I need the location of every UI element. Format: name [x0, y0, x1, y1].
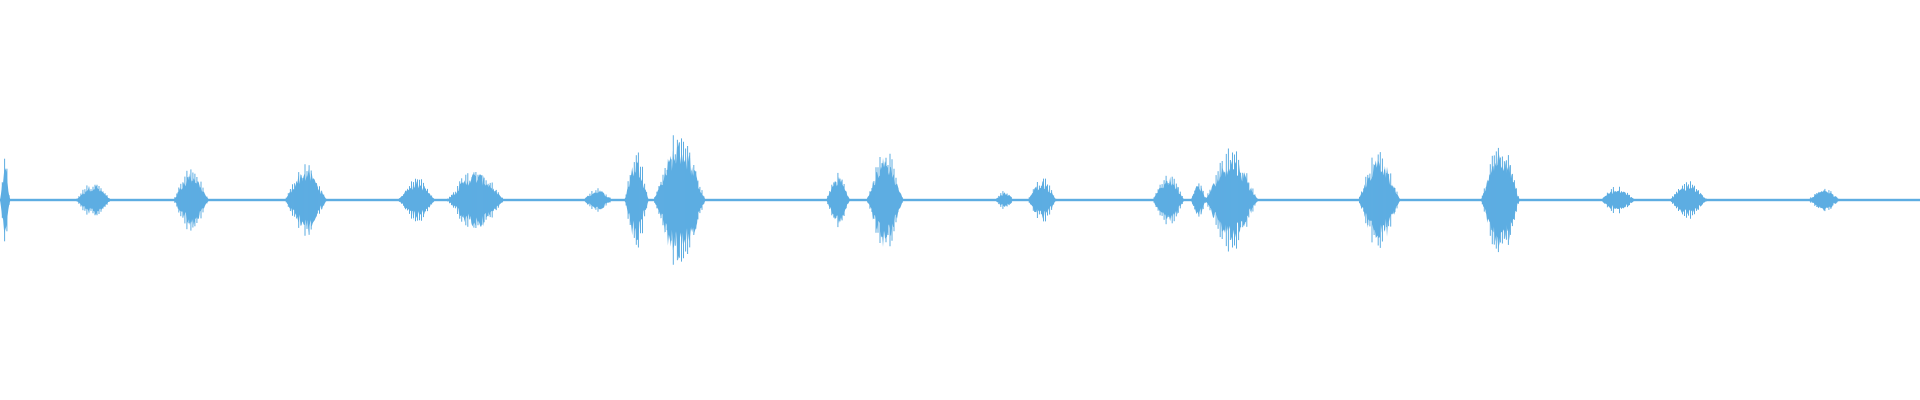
waveform-burst: [284, 164, 335, 236]
waveform-burst: [1806, 188, 1847, 212]
waveform-burst: [74, 184, 118, 216]
waveform-burst: [581, 188, 619, 212]
waveform-burst-shape: [1203, 160, 1268, 241]
waveform-burst: [172, 169, 215, 231]
waveform-burst: [1203, 148, 1268, 252]
waveform-burst: [1480, 147, 1527, 253]
waveform-burst: [1190, 183, 1210, 217]
waveform-baseline: [0, 198, 1920, 202]
waveform-burst: [1599, 186, 1642, 214]
waveform-burst: [865, 153, 911, 247]
waveform-burst: [445, 172, 515, 228]
waveform-burst: [825, 172, 855, 228]
waveform-burst: [1357, 152, 1408, 248]
waveform-burst: [1027, 178, 1062, 222]
waveform-burst: [1668, 181, 1715, 219]
waveform-burst-shape: [0, 168, 12, 233]
waveform-burst: [397, 178, 442, 222]
waveform-burst: [994, 191, 1018, 209]
waveform-burst: [624, 152, 653, 248]
waveform-burst-shape: [1599, 189, 1642, 210]
waveform-burst-shape: [74, 185, 118, 215]
waveform-burst: [0, 158, 12, 242]
waveform-burst: [1152, 175, 1191, 225]
waveform-burst: [652, 135, 715, 265]
waveform-burst-shape: [1027, 181, 1062, 221]
